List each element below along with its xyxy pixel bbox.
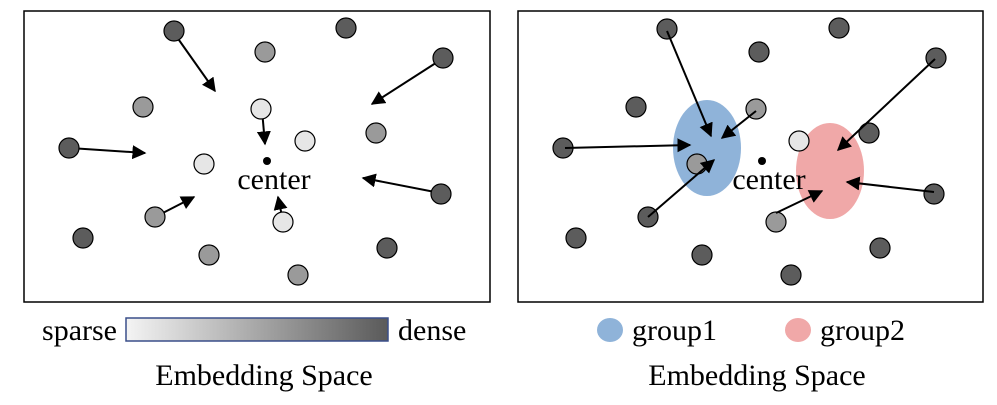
point-dense xyxy=(780,264,802,286)
point-dense xyxy=(432,47,454,69)
sparse-label: sparse xyxy=(42,314,117,347)
point-dense xyxy=(625,96,647,118)
left-caption: Embedding Space xyxy=(155,359,372,392)
left-panel: center sparse dense Embedding Space xyxy=(23,10,491,392)
left-points xyxy=(58,17,454,286)
point-sparse xyxy=(294,130,316,152)
point-dense xyxy=(335,17,357,39)
point-sparse xyxy=(250,98,272,120)
point-dense xyxy=(58,137,80,159)
point-mid xyxy=(365,122,387,144)
point-mid xyxy=(686,153,708,175)
point-dense xyxy=(163,20,185,42)
arrow xyxy=(720,110,757,139)
arrow xyxy=(666,30,713,138)
arrow xyxy=(836,58,936,151)
point-dense xyxy=(72,227,94,249)
right-arrows xyxy=(564,30,936,218)
point-dense xyxy=(656,18,678,40)
point-mid xyxy=(198,244,220,266)
point-dense xyxy=(923,183,945,205)
group1-cluster xyxy=(673,100,741,196)
point-mid xyxy=(254,41,276,63)
right-panel: center group1 group2 Embedding Space xyxy=(517,10,984,392)
density-gradient-bar xyxy=(125,317,389,342)
arrow xyxy=(775,190,824,214)
center-label: center xyxy=(732,163,805,196)
point-dense xyxy=(748,41,770,63)
center-dot xyxy=(758,157,766,165)
point-dense xyxy=(691,244,713,266)
arrow xyxy=(370,58,443,105)
point-dense xyxy=(858,122,880,144)
group2-legend-swatch xyxy=(785,318,811,342)
center-label: center xyxy=(237,163,310,196)
point-sparse xyxy=(788,130,810,152)
point-dense xyxy=(376,237,398,259)
arrow xyxy=(564,138,692,153)
group1-legend-swatch xyxy=(597,318,623,342)
center-dot xyxy=(263,157,271,165)
arrow xyxy=(361,173,441,194)
arrow xyxy=(69,145,147,160)
right-panel-frame xyxy=(517,10,984,303)
point-mid xyxy=(132,96,154,118)
point-dense xyxy=(565,227,587,249)
point-sparse xyxy=(272,211,294,233)
arrow xyxy=(845,176,935,193)
point-mid xyxy=(144,206,166,228)
point-dense xyxy=(869,237,891,259)
arrow xyxy=(647,159,716,218)
left-panel-frame xyxy=(23,10,491,303)
right-caption: Embedding Space xyxy=(648,359,865,392)
group1-legend-label: group1 xyxy=(632,314,717,347)
dense-label: dense xyxy=(398,314,466,347)
arrow xyxy=(173,32,216,93)
point-dense xyxy=(430,183,452,205)
point-mid xyxy=(287,264,309,286)
point-dense xyxy=(828,17,850,39)
point-mid xyxy=(765,211,787,233)
group2-legend-label: group2 xyxy=(820,314,905,347)
point-sparse xyxy=(193,153,215,175)
